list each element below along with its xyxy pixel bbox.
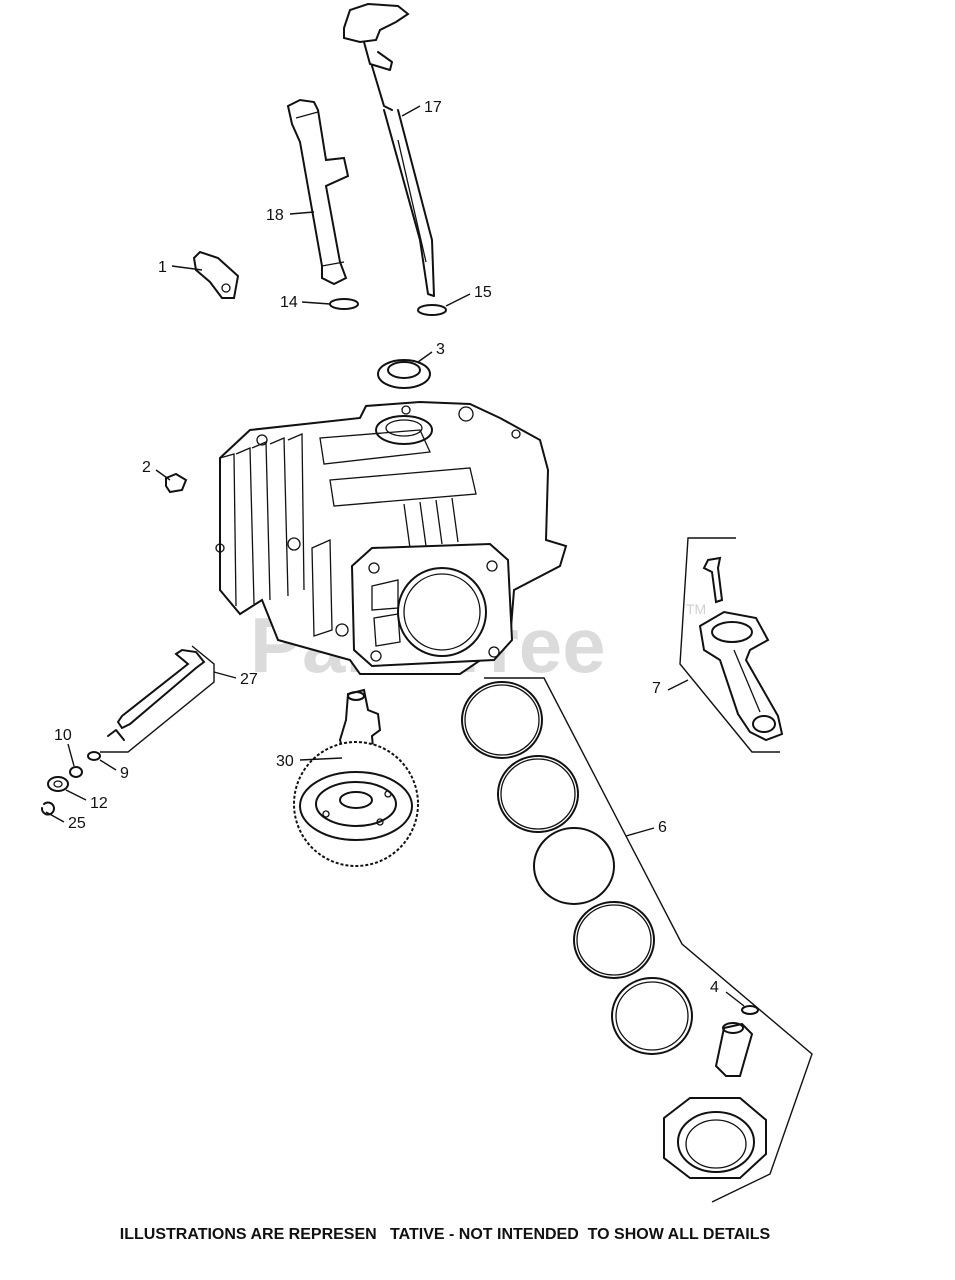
callout-10: 10 — [54, 727, 75, 767]
callout-30: 30 — [276, 753, 343, 770]
svg-text:12: 12 — [90, 795, 108, 812]
svg-text:27: 27 — [240, 671, 258, 688]
part-4-retaining-ring[interactable] — [741, 1005, 759, 1015]
part-12-washer[interactable] — [47, 776, 69, 792]
svg-text:30: 30 — [276, 753, 294, 770]
part-9-washer[interactable] — [87, 751, 101, 761]
part-25-e-clip[interactable] — [41, 801, 55, 816]
svg-text:3: 3 — [436, 341, 445, 358]
callout-9: 9 — [99, 759, 129, 782]
part-27-governor-shaft[interactable] — [100, 645, 215, 753]
callout-25: 25 — [45, 811, 86, 832]
part-6-piston-assembly[interactable] — [461, 677, 813, 1203]
svg-text:4: 4 — [710, 979, 719, 996]
part-2-clip[interactable] — [165, 472, 188, 494]
callout-3: 3 — [417, 341, 445, 363]
svg-text:25: 25 — [68, 815, 86, 832]
crankcase-block — [215, 400, 568, 675]
svg-text:15: 15 — [474, 284, 492, 301]
svg-text:1: 1 — [158, 259, 167, 276]
callout-15: 15 — [445, 284, 492, 307]
callout-14: 14 — [280, 294, 331, 311]
part-14-o-ring[interactable] — [329, 298, 359, 310]
part-1-bracket[interactable] — [192, 250, 240, 299]
footer-disclaimer: ILLUSTRATIONS ARE REPRESEN TATIVE - NOT … — [119, 1226, 771, 1243]
watermark-tm: TM — [686, 601, 706, 617]
callout-17: 17 — [401, 99, 442, 117]
svg-text:2: 2 — [142, 459, 151, 476]
callout-1: 1 — [158, 259, 203, 276]
part-10-nut[interactable] — [69, 766, 83, 778]
callout-12: 12 — [65, 789, 108, 812]
part-18-dipstick-tube[interactable] — [286, 98, 350, 286]
callout-4: 4 — [710, 979, 745, 1007]
part-7-connecting-rod[interactable] — [679, 537, 784, 753]
callout-27: 27 — [213, 671, 258, 688]
part-30-camshaft[interactable] — [293, 688, 419, 867]
callout-6: 6 — [625, 819, 667, 837]
svg-text:7: 7 — [652, 680, 661, 697]
part-15-o-ring[interactable] — [417, 304, 447, 316]
svg-text:6: 6 — [658, 819, 667, 836]
svg-text:9: 9 — [120, 765, 129, 782]
callout-18: 18 — [266, 207, 315, 224]
callout-2: 2 — [142, 459, 171, 481]
part-17-dipstick[interactable] — [343, 2, 435, 297]
svg-text:18: 18 — [266, 207, 284, 224]
svg-text:17: 17 — [424, 99, 442, 116]
svg-text:10: 10 — [54, 727, 72, 744]
part-3-oil-seal[interactable] — [377, 359, 431, 389]
svg-text:14: 14 — [280, 294, 298, 311]
callout-7: 7 — [652, 679, 689, 697]
